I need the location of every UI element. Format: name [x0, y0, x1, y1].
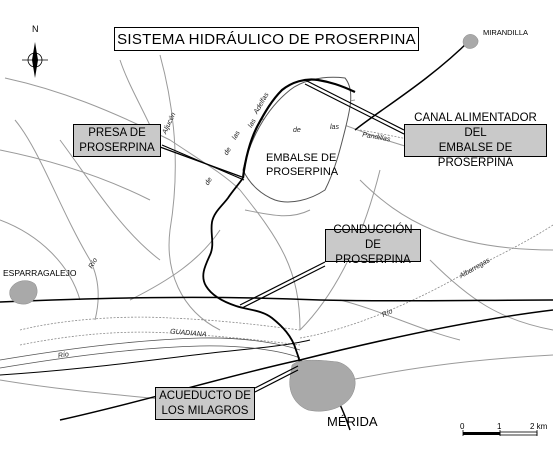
railway: [0, 339, 311, 376]
scale-tick-0: 0: [460, 422, 465, 431]
label-esparragalejo: ESPARRAGALEJO: [3, 268, 77, 278]
callout-conduccion-line-1: CONDUCCIÓN: [333, 224, 413, 236]
streams: [19, 129, 553, 346]
embalse-reservoir: [242, 76, 352, 203]
callout-presa-line-2: PROSERPINA: [79, 141, 155, 154]
mirandilla-town: [462, 34, 479, 49]
label-embalse-2: PROSERPINA: [266, 166, 339, 178]
merida-town: [289, 359, 356, 412]
callout-canal-line-1: CANAL ALIMENTADOR DEL: [414, 111, 537, 139]
conduccion-line: [202, 177, 301, 366]
map-title: SISTEMA HIDRÁULICO DE PROSERPINA: [114, 27, 419, 51]
north-label: N: [32, 24, 39, 34]
callout-acueducto-line-1: ACUEDUCTO DE: [159, 389, 251, 402]
main-roads: [0, 39, 553, 431]
label-arroyo-las: las: [330, 124, 339, 131]
callout-acueducto: ACUEDUCTO DE LOS MILAGROS: [155, 387, 255, 420]
callout-presa: PRESA DE PROSERPINA: [73, 124, 161, 157]
esparragalejo-town: [9, 280, 38, 305]
north-arrow-icon: [22, 42, 48, 78]
callout-presa-line-1: PRESA DE: [88, 126, 146, 139]
leader-lines: [159, 79, 405, 393]
scale-tick-1: 1: [497, 422, 502, 431]
canal-alimentador-line: [241, 78, 356, 179]
callout-canal: CANAL ALIMENTADOR DEL EMBALSE DE PROSERP…: [404, 112, 547, 169]
scale-tick-2: 2 km: [530, 422, 548, 431]
callout-canal-line-2: EMBALSE DE PROSERPINA: [437, 141, 514, 169]
label-merida: MÉRIDA: [327, 414, 378, 429]
label-arroyo-de: de: [293, 127, 301, 134]
callout-acueducto-line-2: LOS MILAGROS: [161, 404, 249, 417]
callout-conduccion: CONDUCCIÓN DE PROSERPINA: [325, 224, 421, 266]
callout-conduccion-line-2: DE PROSERPINA: [335, 239, 411, 266]
guadiana-river: [0, 337, 301, 369]
scale-bar: [462, 430, 538, 436]
label-mirandilla: MIRANDILLA: [483, 28, 529, 37]
label-embalse-1: EMBALSE DE: [266, 152, 337, 164]
